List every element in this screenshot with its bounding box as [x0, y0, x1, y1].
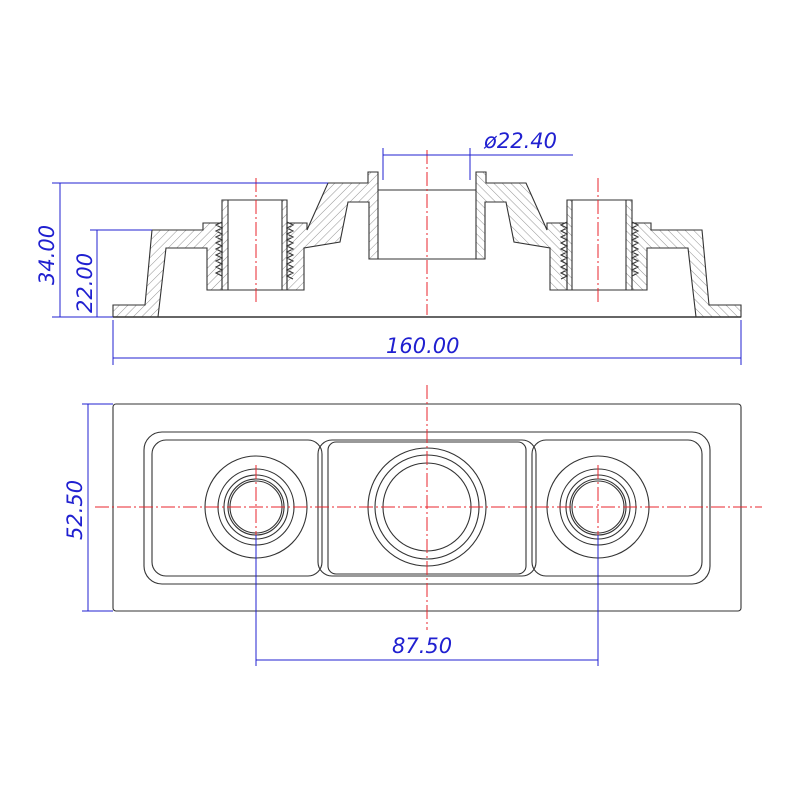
- thread-profile: [214, 221, 295, 280]
- section-dimensions: 34.00 22.00 160.00 ø22.40: [35, 129, 742, 365]
- recess-left: [151, 439, 323, 577]
- section-view: [112, 150, 742, 318]
- plan-view: [95, 385, 762, 630]
- plan-dimensions: 52.50 87.50: [63, 403, 599, 666]
- dim-width: 52.50: [63, 480, 87, 540]
- threaded-insert-left: [221, 199, 288, 291]
- dim-boss-spacing: 87.50: [392, 634, 452, 658]
- recess-right: [531, 439, 703, 577]
- section-left-half: [112, 171, 379, 318]
- dim-boss-height: 22.00: [73, 253, 97, 313]
- dim-overall-length: 160.00: [386, 334, 459, 358]
- dim-overall-height: 34.00: [35, 225, 59, 285]
- body-section: [112, 222, 223, 318]
- body-section-mid: [286, 171, 379, 291]
- section-right-half: [475, 171, 742, 318]
- dim-center-bore: ø22.40: [483, 129, 557, 153]
